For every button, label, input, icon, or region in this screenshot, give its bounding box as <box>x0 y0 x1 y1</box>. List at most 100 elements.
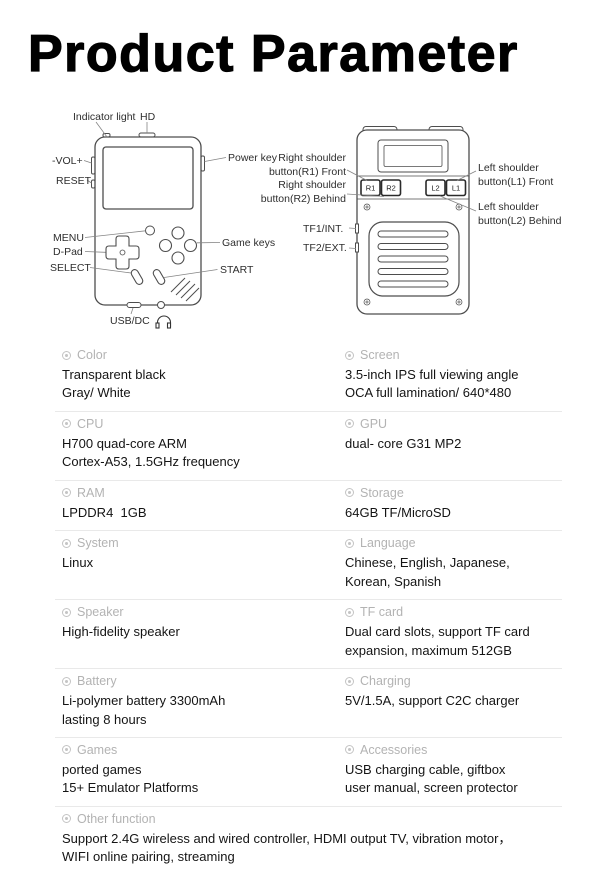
bullet-icon <box>345 538 354 548</box>
dpad-center <box>119 249 126 256</box>
speaker-grille <box>170 277 200 302</box>
spec-row-games-accessories: Games ported games 15+ Emulator Platform… <box>55 738 562 807</box>
spec-title: Charging <box>360 674 411 689</box>
spec-value: 5V/1.5A, support C2C charger <box>345 693 520 709</box>
spec-cell-speaker: Speaker High-fidelity speaker <box>55 605 338 660</box>
bullet-icon <box>62 419 71 429</box>
spec-value: Chinese, English, Japanese, Korean, Span… <box>345 555 510 589</box>
spec-title: System <box>77 536 119 551</box>
screws <box>363 203 463 306</box>
shoulder-button-labels: R1 R2 L2 L1 <box>366 184 460 193</box>
label-hd: HD <box>140 111 156 123</box>
spec-cell-storage: Storage 64GB TF/MicroSD <box>338 486 562 522</box>
spec-cell-accessories: Accessories USB charging cable, giftbox … <box>338 743 562 798</box>
spec-row-other-function: Other function Support 2.4G wireless and… <box>55 807 570 875</box>
abxy-buttons <box>158 226 198 265</box>
spec-value: LPDDR4 1GB <box>62 504 147 520</box>
label-reset: RESET <box>56 175 92 187</box>
r1-button-label: R1 <box>366 184 376 193</box>
label-usb-dc: USB/DC <box>110 315 150 327</box>
spec-value: USB charging cable, giftbox user manual,… <box>345 761 518 796</box>
l2-button-label: L2 <box>431 184 439 193</box>
spec-value: H700 quad-core ARM Cortex-A53, 1.5GHz fr… <box>62 435 240 470</box>
label-right-shoulder-r1: Right shoulder button(R1) Front <box>268 152 346 178</box>
spec-title: GPU <box>360 416 388 431</box>
label-left-shoulder-l2: Left shoulder button(L2) Behind <box>478 201 562 227</box>
label-power-key: Power key <box>228 152 278 164</box>
spec-row-speaker-tfcard: Speaker High-fidelity speaker TF card Du… <box>55 600 562 670</box>
device-diagram-art: R1 R2 L2 L1 <box>83 121 477 329</box>
spec-cell-tfcard: TF card Dual card slots, support TF card… <box>338 605 562 660</box>
spec-cell-ram: RAM LPDDR4 1GB <box>55 486 338 522</box>
spec-title: Language <box>360 536 416 551</box>
spec-row-system-language: System Linux Language Chinese, English, … <box>55 531 562 601</box>
menu-button <box>145 225 155 236</box>
spec-value: 64GB TF/MicroSD <box>345 504 451 520</box>
spec-cell-gpu: GPU dual- core G31 MP2 <box>338 417 562 472</box>
spec-cell-battery: Battery Li-polymer battery 3300mAh lasti… <box>55 674 338 729</box>
label-plate <box>377 139 449 173</box>
spec-title: Other function <box>77 811 156 826</box>
spec-value: Support 2.4G wireless and wired controll… <box>62 830 512 865</box>
spec-value: Linux <box>62 555 94 571</box>
reset-button <box>91 179 96 189</box>
bullet-icon <box>345 350 354 360</box>
dpad-cross <box>105 235 140 270</box>
spec-title: Speaker <box>77 605 124 620</box>
spec-row-ram-storage: RAM LPDDR4 1GB Storage 64GB TF/MicroSD <box>55 481 562 532</box>
bullet-icon <box>62 538 71 548</box>
label-start: START <box>220 264 254 276</box>
spec-title: CPU <box>77 416 104 431</box>
bullet-icon <box>62 350 71 360</box>
l1-button-label: L1 <box>452 184 460 193</box>
bullet-icon <box>62 745 71 755</box>
spec-cell-language: Language Chinese, English, Japanese, Kor… <box>338 536 562 591</box>
back-device-illustration: R1 R2 L2 L1 <box>355 126 470 315</box>
spec-title: Battery <box>77 674 117 689</box>
label-dpad: D-Pad <box>53 246 83 258</box>
spec-value: ported games 15+ Emulator Platforms <box>62 761 199 796</box>
bullet-icon <box>345 607 354 617</box>
front-body <box>94 136 202 306</box>
spec-title: TF card <box>360 605 404 620</box>
spec-value: dual- core G31 MP2 <box>345 435 462 451</box>
spec-row-color-screen: Color Transparent black Gray/ White Scre… <box>55 343 562 412</box>
callout-lines <box>83 121 477 315</box>
spec-value: 3.5-inch IPS full viewing angle OCA full… <box>345 367 519 401</box>
spec-title: Color <box>77 348 107 362</box>
spec-value: High-fidelity speaker <box>62 624 180 640</box>
usb-port <box>126 302 142 308</box>
label-right-shoulder-r2: Right shoulder button(R2) Behind <box>260 179 346 205</box>
headphone-icon <box>155 315 172 329</box>
bullet-icon <box>62 814 71 824</box>
label-tf1: TF1/INT. <box>303 223 344 235</box>
volume-rocker <box>91 156 96 175</box>
power-button <box>200 155 205 172</box>
label-volume: -VOL+ <box>52 155 83 167</box>
spec-table: Color Transparent black Gray/ White Scre… <box>0 343 600 875</box>
bullet-icon <box>62 488 71 498</box>
spec-cell-cpu: CPU H700 quad-core ARM Cortex-A53, 1.5GH… <box>55 417 338 472</box>
spec-row-cpu-gpu: CPU H700 quad-core ARM Cortex-A53, 1.5GH… <box>55 412 562 481</box>
label-select: SELECT <box>50 262 91 274</box>
device-diagram: R1 R2 L2 L1 <box>0 100 600 340</box>
spec-cell-system: System Linux <box>55 536 338 591</box>
label-left-shoulder-l1: Left shoulder button(L1) Front <box>478 162 554 188</box>
spec-row-battery-charging: Battery Li-polymer battery 3300mAh lasti… <box>55 669 562 738</box>
spec-title: Accessories <box>360 742 428 757</box>
bullet-icon <box>62 607 71 617</box>
front-screen <box>102 146 194 210</box>
spec-value: Li-polymer battery 3300mAh lasting 8 hou… <box>62 693 226 727</box>
spec-value: Transparent black Gray/ White <box>62 367 166 401</box>
page-title: Product Parameter <box>27 24 519 83</box>
label-game-keys: Game keys <box>222 237 276 249</box>
label-tf2: TF2/EXT. <box>303 242 347 254</box>
spec-title: Screen <box>360 348 400 362</box>
spec-cell-screen: Screen 3.5-inch IPS full viewing angle O… <box>338 348 562 403</box>
vent-grille <box>368 221 460 297</box>
bullet-icon <box>345 419 354 429</box>
bullet-icon <box>62 676 71 686</box>
spec-cell-color: Color Transparent black Gray/ White <box>55 348 338 403</box>
indicator-light-slot <box>102 133 111 138</box>
spec-title: Games <box>77 742 118 757</box>
